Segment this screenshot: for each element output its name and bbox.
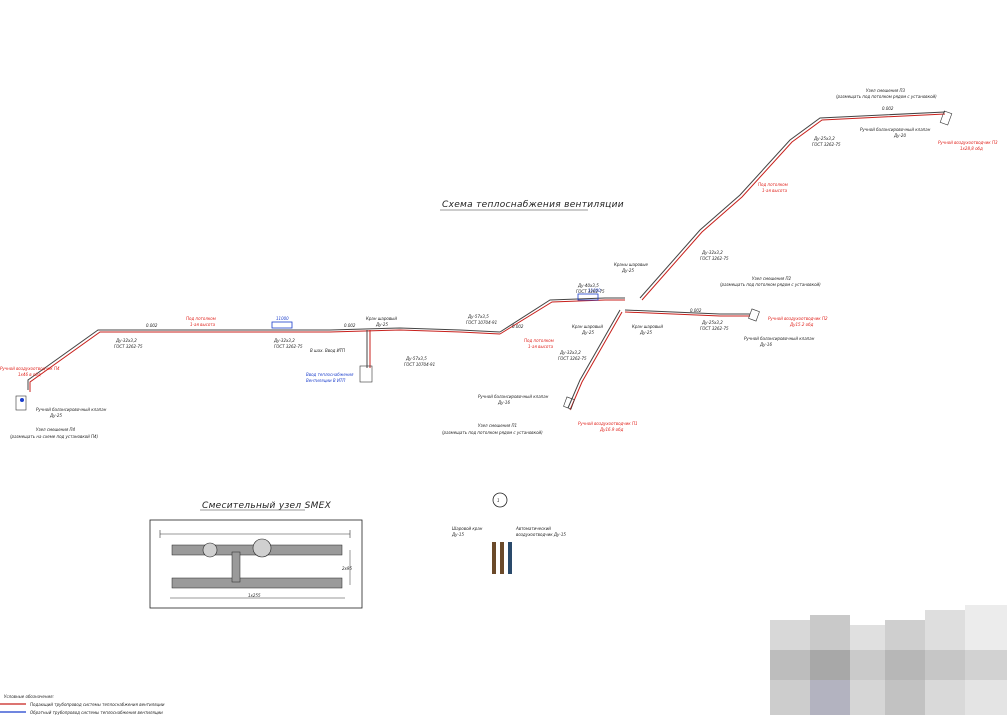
- ball4-d: Ду-25: [639, 330, 652, 335]
- slope5: 0.002: [882, 106, 894, 111]
- ball1-d: Ду-25: [375, 322, 388, 327]
- ball2: Краны шаровые: [614, 262, 648, 267]
- air-vent-p3-symbol: [939, 110, 953, 126]
- pipe1: Ду-32х3,2: [115, 338, 137, 343]
- gost1b: ГОСТ 3262-75: [274, 344, 303, 349]
- p4-valve-d: Ду-25: [49, 413, 62, 418]
- pipe1b: Ду-32х3,2: [273, 338, 295, 343]
- p3-valve-d: Ду-20: [893, 133, 906, 138]
- pipe-marker-box: [577, 293, 599, 301]
- pipe-marker-box: [271, 321, 293, 329]
- diagram-labels: Схема теплоснабжения вентиляции Смесител…: [0, 88, 998, 715]
- p2-air: Ручной воздухоотводчик П2: [768, 316, 828, 321]
- lay1b: 1-ая высота: [190, 322, 216, 327]
- p2-node-note: (размещать под потолком рядом с установк…: [720, 282, 821, 287]
- lay2b: 1-ая высота: [528, 344, 554, 349]
- lay2: Под потолком: [524, 338, 554, 343]
- p2-node: Узел смешения П2: [752, 276, 792, 281]
- p4-air-label: Ручной воздухоотводчик П4: [0, 366, 60, 371]
- p4-node-label: Узел смешения П4: [36, 427, 76, 432]
- p2-valve: Ручной балансировочный клапан: [744, 336, 815, 341]
- legend-valves-symbol: [492, 542, 512, 574]
- lay3: Под потолком: [758, 182, 788, 187]
- p3-air2: 1х28,8 обд: [960, 146, 983, 151]
- p3-node: Узел смешения П3: [866, 88, 906, 93]
- legend-auto2: воздухоотводчик Ду-15: [516, 532, 566, 537]
- pipe8: Ду-25х3,2: [813, 136, 835, 141]
- pipe5: Ду-32х3,2: [559, 350, 581, 355]
- pipe2: Ду-57х3,5: [405, 356, 427, 361]
- dim-w: 1х255: [248, 593, 261, 598]
- p1-node-note: (размещать под потолком рядом с установк…: [442, 430, 543, 435]
- air-vent-p2-symbol: [748, 308, 760, 322]
- ball1: Кран шаровый: [366, 316, 397, 321]
- p1-valve: Ручной балансировочный клапан: [478, 394, 549, 399]
- gost2: ГОСТ 10704-91: [404, 362, 435, 367]
- slope1: 0.002: [146, 323, 158, 328]
- legend-ball-d: Ду-15: [451, 532, 464, 537]
- gost5: ГОСТ 3262-75: [558, 356, 587, 361]
- blurred-stamp-area: [770, 590, 1007, 715]
- p1-air: Ручной воздухоотводчик П1: [578, 421, 638, 426]
- p4-valve-label: Ручной балансировочный клапан: [36, 407, 107, 412]
- main-title: Схема теплоснабжения вентиляции: [442, 200, 624, 210]
- air-vent-p4-symbol: [15, 395, 27, 411]
- dim-h: 2х95: [342, 566, 352, 571]
- p3-valve: Ручной балансировочный клапан: [860, 127, 931, 132]
- pipe-network: [27, 111, 946, 411]
- gost4: ГОСТ 3262-75: [576, 289, 605, 294]
- p3-air: Ручной воздухоотводчик П3: [938, 140, 998, 145]
- lay3b: 1-ая высота: [762, 188, 788, 193]
- slope4: 0.002: [690, 308, 702, 313]
- callout-circle: [492, 492, 508, 508]
- mixing-unit-drawing: [149, 519, 363, 609]
- ball3: Кран шаровый: [572, 324, 603, 329]
- box2: 11000: [588, 288, 601, 293]
- p1-air2: Ду16.9 обд: [599, 427, 624, 432]
- legend-auto: Автоматический: [515, 526, 551, 531]
- gost3: ГОСТ 10704-91: [466, 320, 497, 325]
- heat-in: Ввод теплоснабжения: [306, 372, 354, 377]
- p3-node-note: (размещать под потолком рядом с установк…: [836, 94, 937, 99]
- pipe4: Ду-40х3,5: [577, 283, 599, 288]
- p1-node: Узел смешения П1: [478, 423, 517, 428]
- box1: 11000: [276, 316, 289, 321]
- p2-valve-d: Ду-16: [759, 342, 772, 347]
- ball2-d: Ду-25: [621, 268, 634, 273]
- pipe3: Ду-57х3,5: [467, 314, 489, 319]
- legend-title: Условные обозначения:: [4, 694, 55, 699]
- p4-air-sub: 1х46 в обд: [18, 372, 41, 377]
- heat-in2: Вентиляции В ИТП: [306, 378, 345, 383]
- gost7: ГОСТ 3262-75: [700, 256, 729, 261]
- legend-return: Обратный трубопровод системы теплоснабже…: [30, 710, 163, 715]
- p1-valve-d: Ду-16: [497, 400, 510, 405]
- air-vent-p1-symbol: [563, 396, 575, 410]
- itp-label: В шах. Ввод ИТП: [310, 348, 345, 353]
- ball4: Кран шаровый: [632, 324, 663, 329]
- p4-node-note: (размещать на схеме под установкой П4): [10, 434, 99, 439]
- legend-ball: Шаровой кран: [452, 526, 483, 531]
- mix-title: Смесительный узел SMEX: [202, 501, 332, 511]
- pipe7: Ду-32х3,2: [701, 250, 723, 255]
- gost6: ГОСТ 3262-75: [700, 326, 729, 331]
- callout-number: 1: [497, 498, 500, 503]
- slope3: 0.002: [512, 324, 524, 329]
- ball3-d: Ду-25: [581, 330, 594, 335]
- gost8: ГОСТ 3262-75: [812, 142, 841, 147]
- slope2: 0.002: [344, 323, 356, 328]
- gost1: ГОСТ 3262-75: [114, 344, 143, 349]
- lay1: Под потолком: [186, 316, 216, 321]
- pipe6: Ду-25х3,2: [701, 320, 723, 325]
- legend-supply: Подающий трубопровод системы теплоснабже…: [30, 702, 165, 707]
- p2-air2: Ду15.2 обд: [789, 322, 814, 327]
